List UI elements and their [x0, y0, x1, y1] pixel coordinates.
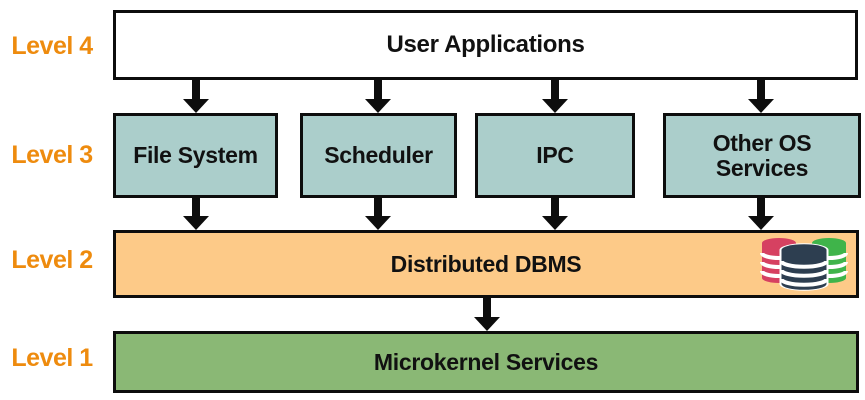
microkernel-services-box: Microkernel Services — [113, 331, 859, 393]
distributed-dbms-box: Distributed DBMS — [113, 230, 859, 298]
arrow-stem — [483, 298, 491, 317]
level-1-label: Level 1 — [11, 344, 93, 372]
arrow-head — [542, 99, 568, 113]
arrow-ipc-to-dbms — [542, 197, 568, 230]
scheduler-label: Scheduler — [324, 142, 433, 169]
arrow-stem — [192, 80, 200, 99]
file-system-box: File System — [113, 113, 278, 198]
arrow-head — [474, 317, 500, 331]
arrow-stem — [374, 80, 382, 99]
arrow-stem — [551, 197, 559, 216]
scheduler-box: Scheduler — [300, 113, 457, 198]
arrow-filesystem-to-dbms — [183, 197, 209, 230]
arrow-stem — [757, 197, 765, 216]
file-system-label: File System — [133, 142, 258, 169]
arrow-stem — [192, 197, 200, 216]
database-stack-icon — [760, 238, 848, 291]
arrow-head — [365, 99, 391, 113]
other-os-services-box: Other OS Services — [663, 113, 861, 198]
arrow-stem — [374, 197, 382, 216]
arrow-head — [183, 99, 209, 113]
ipc-label: IPC — [536, 142, 574, 169]
level-3-label: Level 3 — [11, 141, 93, 169]
database-cylinder-navy — [779, 243, 829, 291]
arrow-head — [748, 216, 774, 230]
user-applications-label: User Applications — [386, 31, 585, 59]
microkernel-services-label: Microkernel Services — [373, 348, 599, 375]
arrow-userapps-to-scheduler — [365, 80, 391, 113]
ipc-box: IPC — [475, 113, 635, 198]
arrow-stem — [551, 80, 559, 99]
arrow-otheros-to-dbms — [748, 197, 774, 230]
arrow-head — [183, 216, 209, 230]
arrow-scheduler-to-dbms — [365, 197, 391, 230]
arrow-head — [365, 216, 391, 230]
arrow-head — [542, 216, 568, 230]
arrow-userapps-to-otheros — [748, 80, 774, 113]
arrow-userapps-to-filesystem — [183, 80, 209, 113]
arrow-head — [748, 99, 774, 113]
user-applications-box: User Applications — [113, 10, 858, 80]
arrow-stem — [757, 80, 765, 99]
distributed-dbms-label: Distributed DBMS — [390, 250, 582, 277]
arrow-dbms-to-microkernel — [474, 298, 500, 331]
other-os-services-label: Other OS Services — [712, 130, 812, 181]
level-2-label: Level 2 — [11, 246, 93, 274]
level-4-label: Level 4 — [11, 32, 93, 60]
arrow-userapps-to-ipc — [542, 80, 568, 113]
